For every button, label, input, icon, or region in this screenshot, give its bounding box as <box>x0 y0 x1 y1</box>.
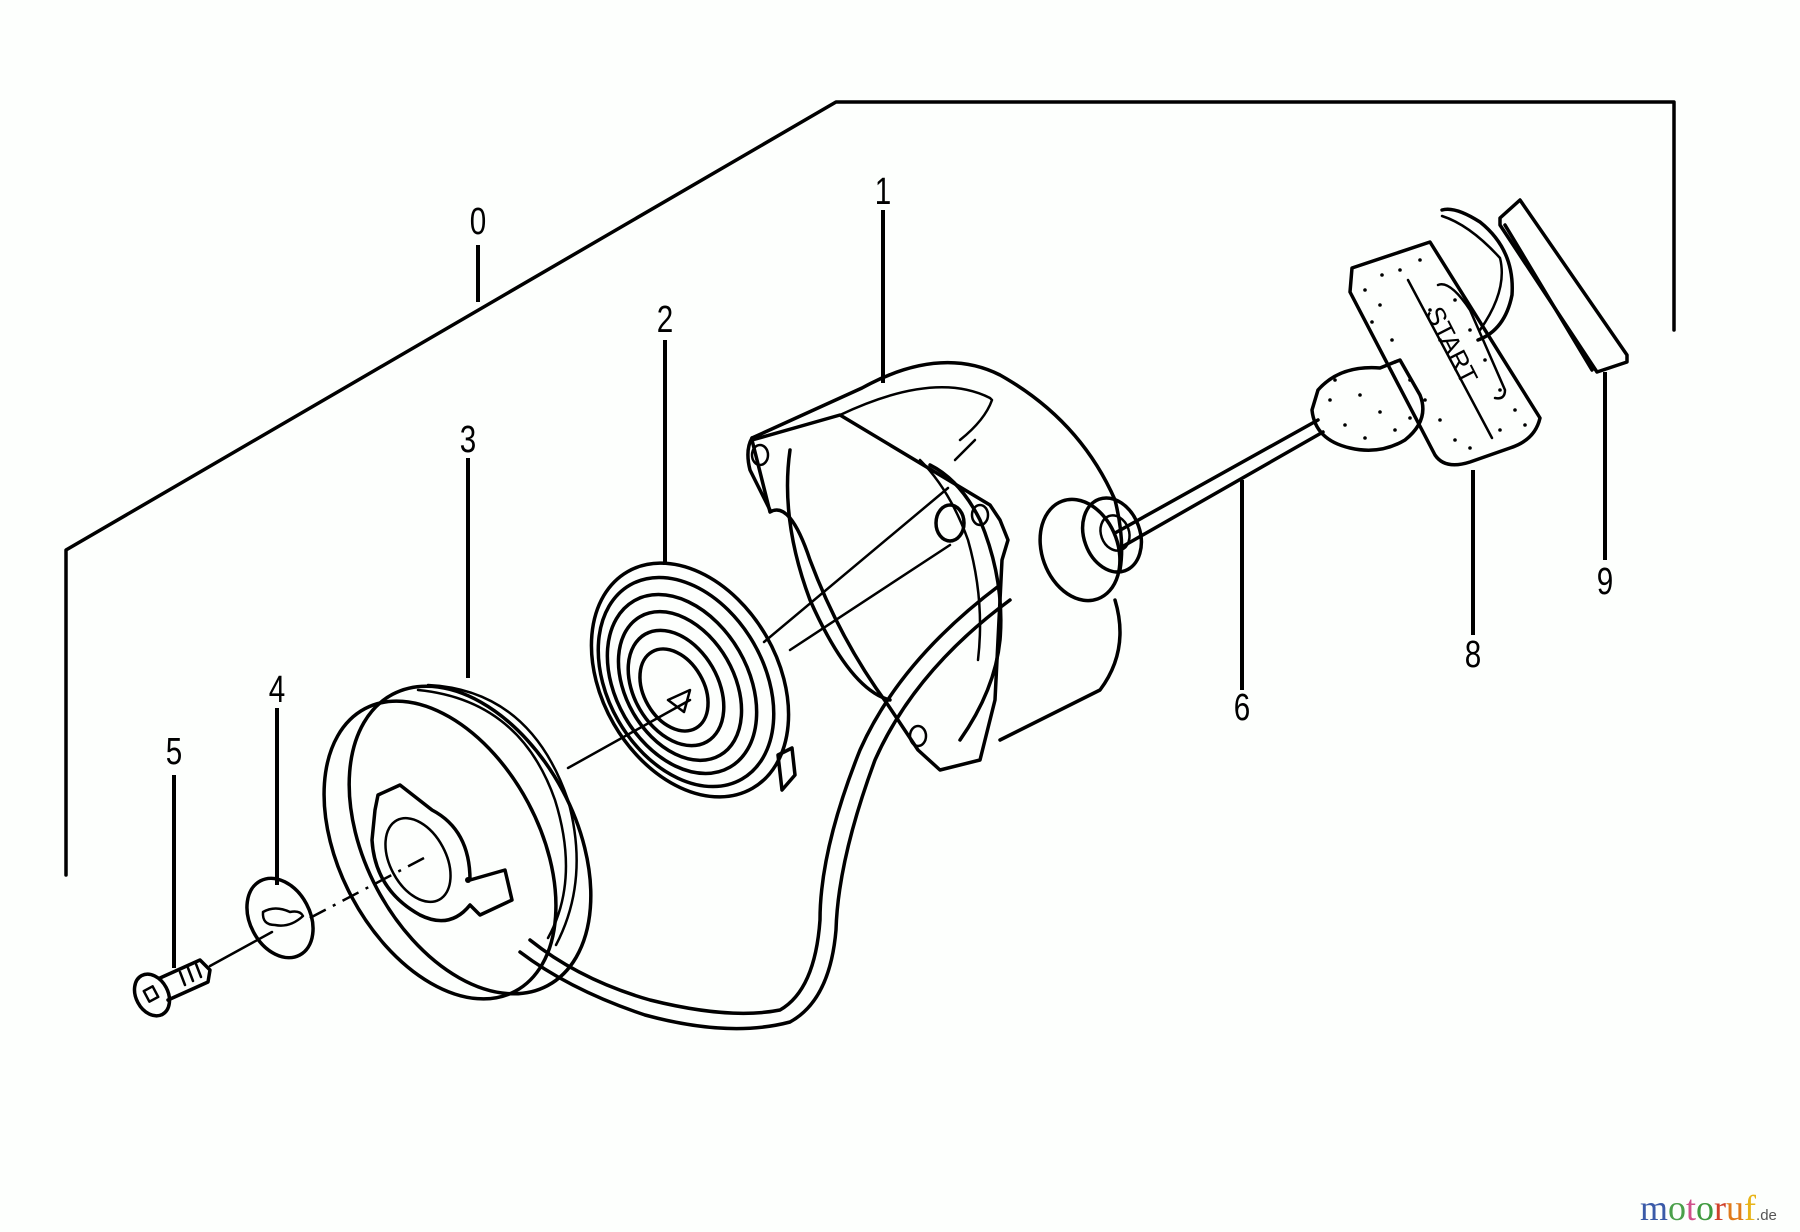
logo-letter-o2: o <box>1696 1188 1715 1228</box>
starter-rope <box>518 418 1325 1031</box>
logo-letter-t: t <box>1686 1188 1697 1228</box>
callout-3: 3 <box>459 419 477 461</box>
starter-handle <box>1310 207 1542 467</box>
logo-letter-r: r <box>1714 1188 1727 1228</box>
logo-letter-u: u <box>1726 1188 1745 1228</box>
rope-guide-grommet <box>1038 496 1144 603</box>
callout-8: 8 <box>1464 634 1482 676</box>
callout-0: 0 <box>469 201 487 243</box>
callout-9: 9 <box>1596 561 1614 603</box>
logo-letter-f: f <box>1744 1188 1757 1228</box>
callout-2: 2 <box>656 299 674 341</box>
logo-tld: .de <box>1756 1207 1777 1224</box>
callout-6: 6 <box>1233 687 1251 729</box>
assembly-bracket <box>64 100 1676 877</box>
logo-letter-o: o <box>1668 1188 1687 1228</box>
handle-insert <box>1498 198 1629 374</box>
washer <box>208 876 315 968</box>
screw <box>132 958 212 1018</box>
callout-1: 1 <box>874 171 892 213</box>
handle-stipple <box>1328 258 1527 450</box>
recoil-spring <box>566 561 797 799</box>
rope-pulley <box>305 683 593 1001</box>
assembly-axis <box>788 543 952 652</box>
callout-4: 4 <box>268 669 286 711</box>
motoruf-logo: motoruf.de <box>1640 1190 1777 1226</box>
starter-housing <box>746 360 1124 772</box>
callout-5: 5 <box>165 731 183 773</box>
logo-letter-m: m <box>1640 1188 1669 1228</box>
leader-lines <box>172 210 1607 968</box>
